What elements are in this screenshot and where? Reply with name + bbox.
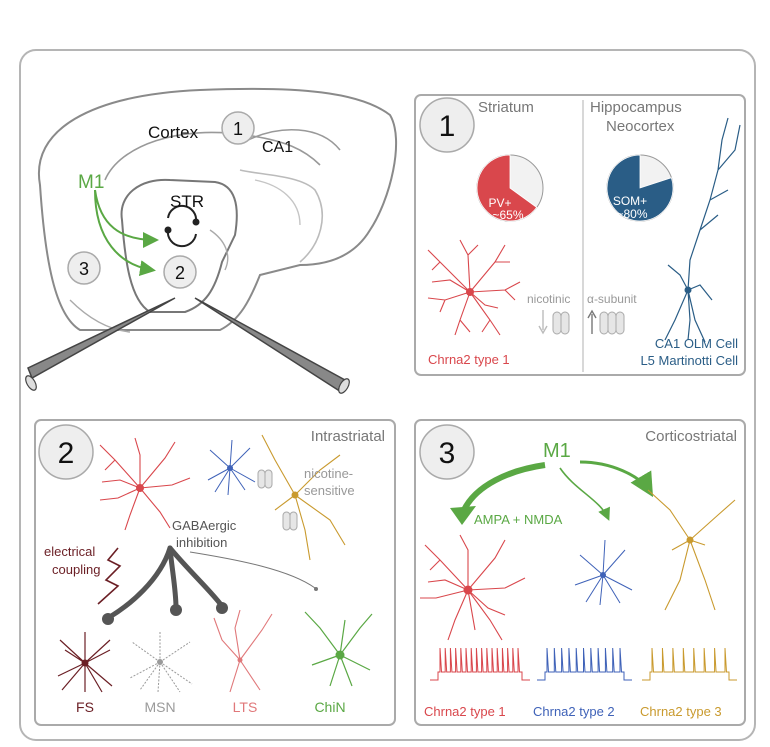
panel-1: 1 Striatum Hippocampus Neocortex PV+ ~65…: [414, 94, 746, 376]
som-pie-chart: SOM+ ~80%: [606, 154, 674, 222]
svg-text:1: 1: [233, 119, 243, 139]
olm-martinotti-neuron: [664, 117, 741, 343]
receptor-icon-right: [587, 309, 625, 335]
spike-traces: [430, 647, 737, 681]
type2-neuron: [574, 539, 633, 606]
panel-1-hippocampus-title: Hippocampus: [590, 99, 682, 116]
nicotine-sensitive-label-1: nicotine-: [304, 466, 353, 481]
svg-text:1: 1: [439, 110, 456, 143]
fs-label: FS: [76, 699, 94, 715]
m1-arrow-lower: [94, 189, 156, 277]
ampa-nmda-label: AMPA + NMDA: [474, 512, 563, 527]
type1-neuron: [420, 534, 526, 641]
panel-2-badge: 2: [38, 424, 94, 480]
alpha-subunit-label: α-subunit: [587, 292, 637, 306]
panel-3: 3 Corticostriatal M1 AMPA + NMDA Chrna2 …: [414, 419, 746, 726]
electrode-left: [27, 297, 176, 380]
outer-frame: [19, 49, 756, 741]
som-pie-value: ~80%: [616, 207, 647, 221]
panel-2-title: Intrastriatal: [311, 428, 385, 445]
panel-3-m1-label: M1: [543, 440, 571, 462]
chrna2-type1-neuron: [427, 239, 521, 336]
svg-text:3: 3: [79, 259, 89, 279]
electrode-right: [194, 297, 347, 392]
spike-trace-2: [537, 647, 632, 681]
martinotti-cell-caption: L5 Martinotti Cell: [640, 353, 738, 368]
gabaergic-label-1: GABAergic: [172, 518, 237, 533]
chin-neuron: [304, 611, 373, 687]
panel-1-neocortex-title: Neocortex: [606, 118, 675, 135]
electrical-coupling-label-2: coupling: [52, 562, 100, 577]
red-interneuron: [99, 437, 191, 531]
msn-neuron: [129, 632, 193, 693]
sagittal-ca1-label: CA1: [262, 139, 293, 156]
type3-neuron: [647, 489, 736, 611]
pv-pie-chart: PV+ ~65%: [476, 154, 544, 222]
type1-caption: Chrna2 type 1: [424, 704, 506, 719]
gabaergic-inhibition-arrows: [105, 545, 225, 621]
chrna2-type1-caption: Chrna2 type 1: [428, 352, 510, 367]
svg-text:3: 3: [439, 437, 456, 470]
nicotinic-label: nicotinic: [527, 292, 570, 306]
gabaergic-label-2: inhibition: [176, 535, 227, 550]
sagittal-badge-2: 2: [163, 255, 197, 289]
sagittal-str-label: STR: [170, 192, 204, 211]
panel-2: 2 Intrastriatal nicotine- sensitive GABA…: [34, 419, 396, 726]
svg-text:2: 2: [175, 263, 185, 283]
lts-neuron: [213, 609, 273, 693]
m1-to-type3-arrow: [579, 460, 654, 498]
spike-trace-1: [430, 647, 530, 681]
receptor-icon-left: [538, 310, 570, 335]
som-pie-label: SOM+: [613, 194, 647, 208]
sagittal-m1-label: M1: [78, 172, 104, 193]
fs-neuron: [57, 632, 113, 693]
chin-label: ChiN: [314, 699, 345, 715]
sagittal-badge-3: 3: [67, 251, 101, 285]
olm-cell-caption: CA1 OLM Cell: [655, 336, 738, 351]
panel-3-title: Corticostriatal: [645, 428, 737, 445]
pv-pie-label: PV+: [488, 196, 511, 210]
sagittal-cortex-label: Cortex: [148, 123, 199, 142]
gold-interneuron: [261, 434, 346, 561]
m1-arrow-upper: [94, 189, 159, 248]
msn-label: MSN: [144, 699, 175, 715]
m1-to-type1-arrow: [460, 462, 546, 514]
lts-label: LTS: [233, 699, 258, 715]
panel-1-badge: 1: [419, 97, 475, 153]
electrical-coupling-label-1: electrical: [44, 544, 95, 559]
svg-text:2: 2: [58, 437, 75, 470]
blue-interneuron: [207, 439, 256, 496]
sagittal-brain-section: Cortex CA1 M1 STR 1 2 3: [25, 87, 398, 394]
sagittal-badge-1: 1: [221, 111, 255, 145]
panel-3-badge: 3: [419, 424, 475, 480]
pv-pie-value: ~65%: [492, 208, 523, 222]
spike-trace-3: [642, 647, 737, 681]
type2-caption: Chrna2 type 2: [533, 704, 615, 719]
panel-1-striatum-title: Striatum: [478, 99, 534, 116]
m1-to-type2-arrow: [559, 467, 610, 521]
electrical-coupling-zigzag: [97, 547, 122, 605]
nicotine-sensitive-label-2: sensitive: [304, 483, 355, 498]
type3-caption: Chrna2 type 3: [640, 704, 722, 719]
pv-pie-slice: [476, 154, 538, 222]
som-pie-slice: [606, 154, 674, 222]
